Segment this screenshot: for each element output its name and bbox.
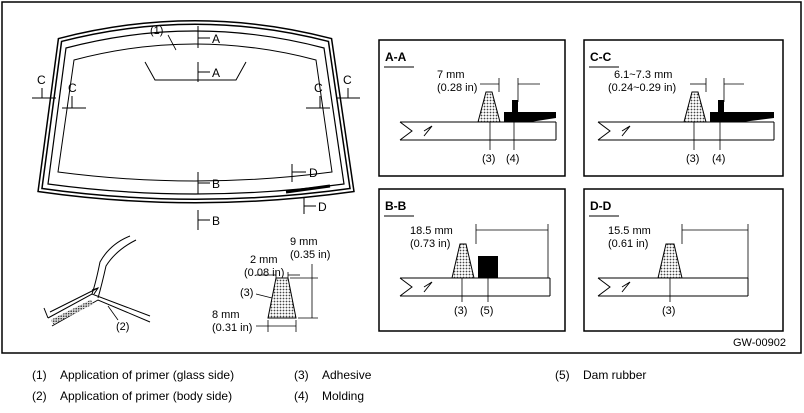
adhesive-bead-drawing bbox=[255, 264, 318, 332]
callout-1: (1) bbox=[150, 25, 163, 37]
section-cc-title: C-C bbox=[590, 50, 612, 64]
legend-item-3: (3) Adhesive bbox=[294, 368, 371, 382]
section-mark-b-bottom: B bbox=[212, 177, 220, 191]
section-bb-box bbox=[378, 188, 566, 332]
callout-2: (2) bbox=[116, 321, 129, 333]
section-bb-dim: 18.5 mm bbox=[410, 225, 453, 237]
bead-height-in: (0.35 in) bbox=[290, 249, 330, 261]
bead-callout-3: (3) bbox=[240, 287, 253, 299]
figure-id: GW-00902 bbox=[733, 337, 786, 349]
corner-detail-drawing bbox=[43, 235, 151, 327]
section-mark-c-right-inner: C bbox=[314, 81, 323, 95]
section-cc-box bbox=[583, 39, 784, 177]
legend-num: (3) bbox=[294, 368, 309, 382]
legend-text: Application of primer (body side) bbox=[60, 389, 233, 403]
section-aa-callout-3: (3) bbox=[482, 153, 495, 165]
legend-num: (4) bbox=[294, 389, 309, 403]
section-aa-drawing bbox=[384, 66, 557, 150]
section-aa-dim: 7 mm bbox=[437, 69, 465, 81]
section-dd-dim-in: (0.61 in) bbox=[608, 238, 648, 250]
legend-item-1: (1) Application of primer (glass side) bbox=[32, 368, 234, 382]
legend-num: (2) bbox=[32, 389, 47, 403]
legend-item-5: (5) Dam rubber bbox=[555, 368, 646, 382]
legend-num: (5) bbox=[555, 368, 570, 382]
section-bb-callout-5: (5) bbox=[480, 305, 493, 317]
section-bb-callout-3: (3) bbox=[454, 305, 467, 317]
section-dd-title: D-D bbox=[590, 199, 612, 213]
bead-height: 9 mm bbox=[290, 236, 318, 248]
section-mark-d-outer: D bbox=[318, 200, 327, 214]
section-mark-a-inner: A bbox=[212, 66, 220, 80]
bead-width-in: (0.08 in) bbox=[244, 267, 284, 279]
section-aa-dim-in: (0.28 in) bbox=[437, 82, 477, 94]
section-mark-c-right: C bbox=[343, 73, 352, 87]
section-mark-b-outer: B bbox=[212, 214, 220, 228]
section-dd-dim: 15.5 mm bbox=[608, 225, 651, 237]
section-bb-drawing bbox=[384, 215, 551, 302]
legend-item-2: (2) Application of primer (body side) bbox=[32, 389, 232, 403]
legend-text: Application of primer (glass side) bbox=[60, 368, 235, 382]
section-aa-callout-4: (4) bbox=[506, 153, 519, 165]
windshield-drawing bbox=[32, 20, 360, 230]
section-cc-drawing bbox=[589, 66, 775, 150]
section-cc-callout-4: (4) bbox=[712, 153, 725, 165]
legend-text: Dam rubber bbox=[583, 368, 647, 382]
bead-width: 2 mm bbox=[250, 254, 278, 266]
section-dd-drawing bbox=[589, 215, 749, 302]
section-bb-title: B-B bbox=[385, 199, 407, 213]
section-mark-c-left: C bbox=[37, 73, 46, 87]
section-cc-dim: 6.1~7.3 mm bbox=[614, 69, 672, 81]
legend-num: (1) bbox=[32, 368, 47, 382]
legend-text: Molding bbox=[322, 389, 365, 403]
section-mark-c-left-inner: C bbox=[68, 81, 77, 95]
section-dd-callout-3: (3) bbox=[662, 305, 675, 317]
section-mark-a-top: A bbox=[212, 32, 220, 46]
section-aa-box bbox=[378, 39, 566, 177]
figure-frame bbox=[1, 1, 802, 354]
section-cc-dim-in: (0.24~0.29 in) bbox=[608, 82, 676, 94]
section-bb-dim-in: (0.73 in) bbox=[410, 238, 450, 250]
bead-base: 8 mm bbox=[212, 309, 240, 321]
section-dd-box bbox=[583, 188, 784, 332]
legend-text: Adhesive bbox=[322, 368, 372, 382]
section-cc-callout-3: (3) bbox=[686, 153, 699, 165]
legend-item-4: (4) Molding bbox=[294, 389, 364, 403]
section-mark-d-inner: D bbox=[309, 166, 318, 180]
section-aa-title: A-A bbox=[385, 50, 407, 64]
bead-base-in: (0.31 in) bbox=[212, 322, 252, 334]
